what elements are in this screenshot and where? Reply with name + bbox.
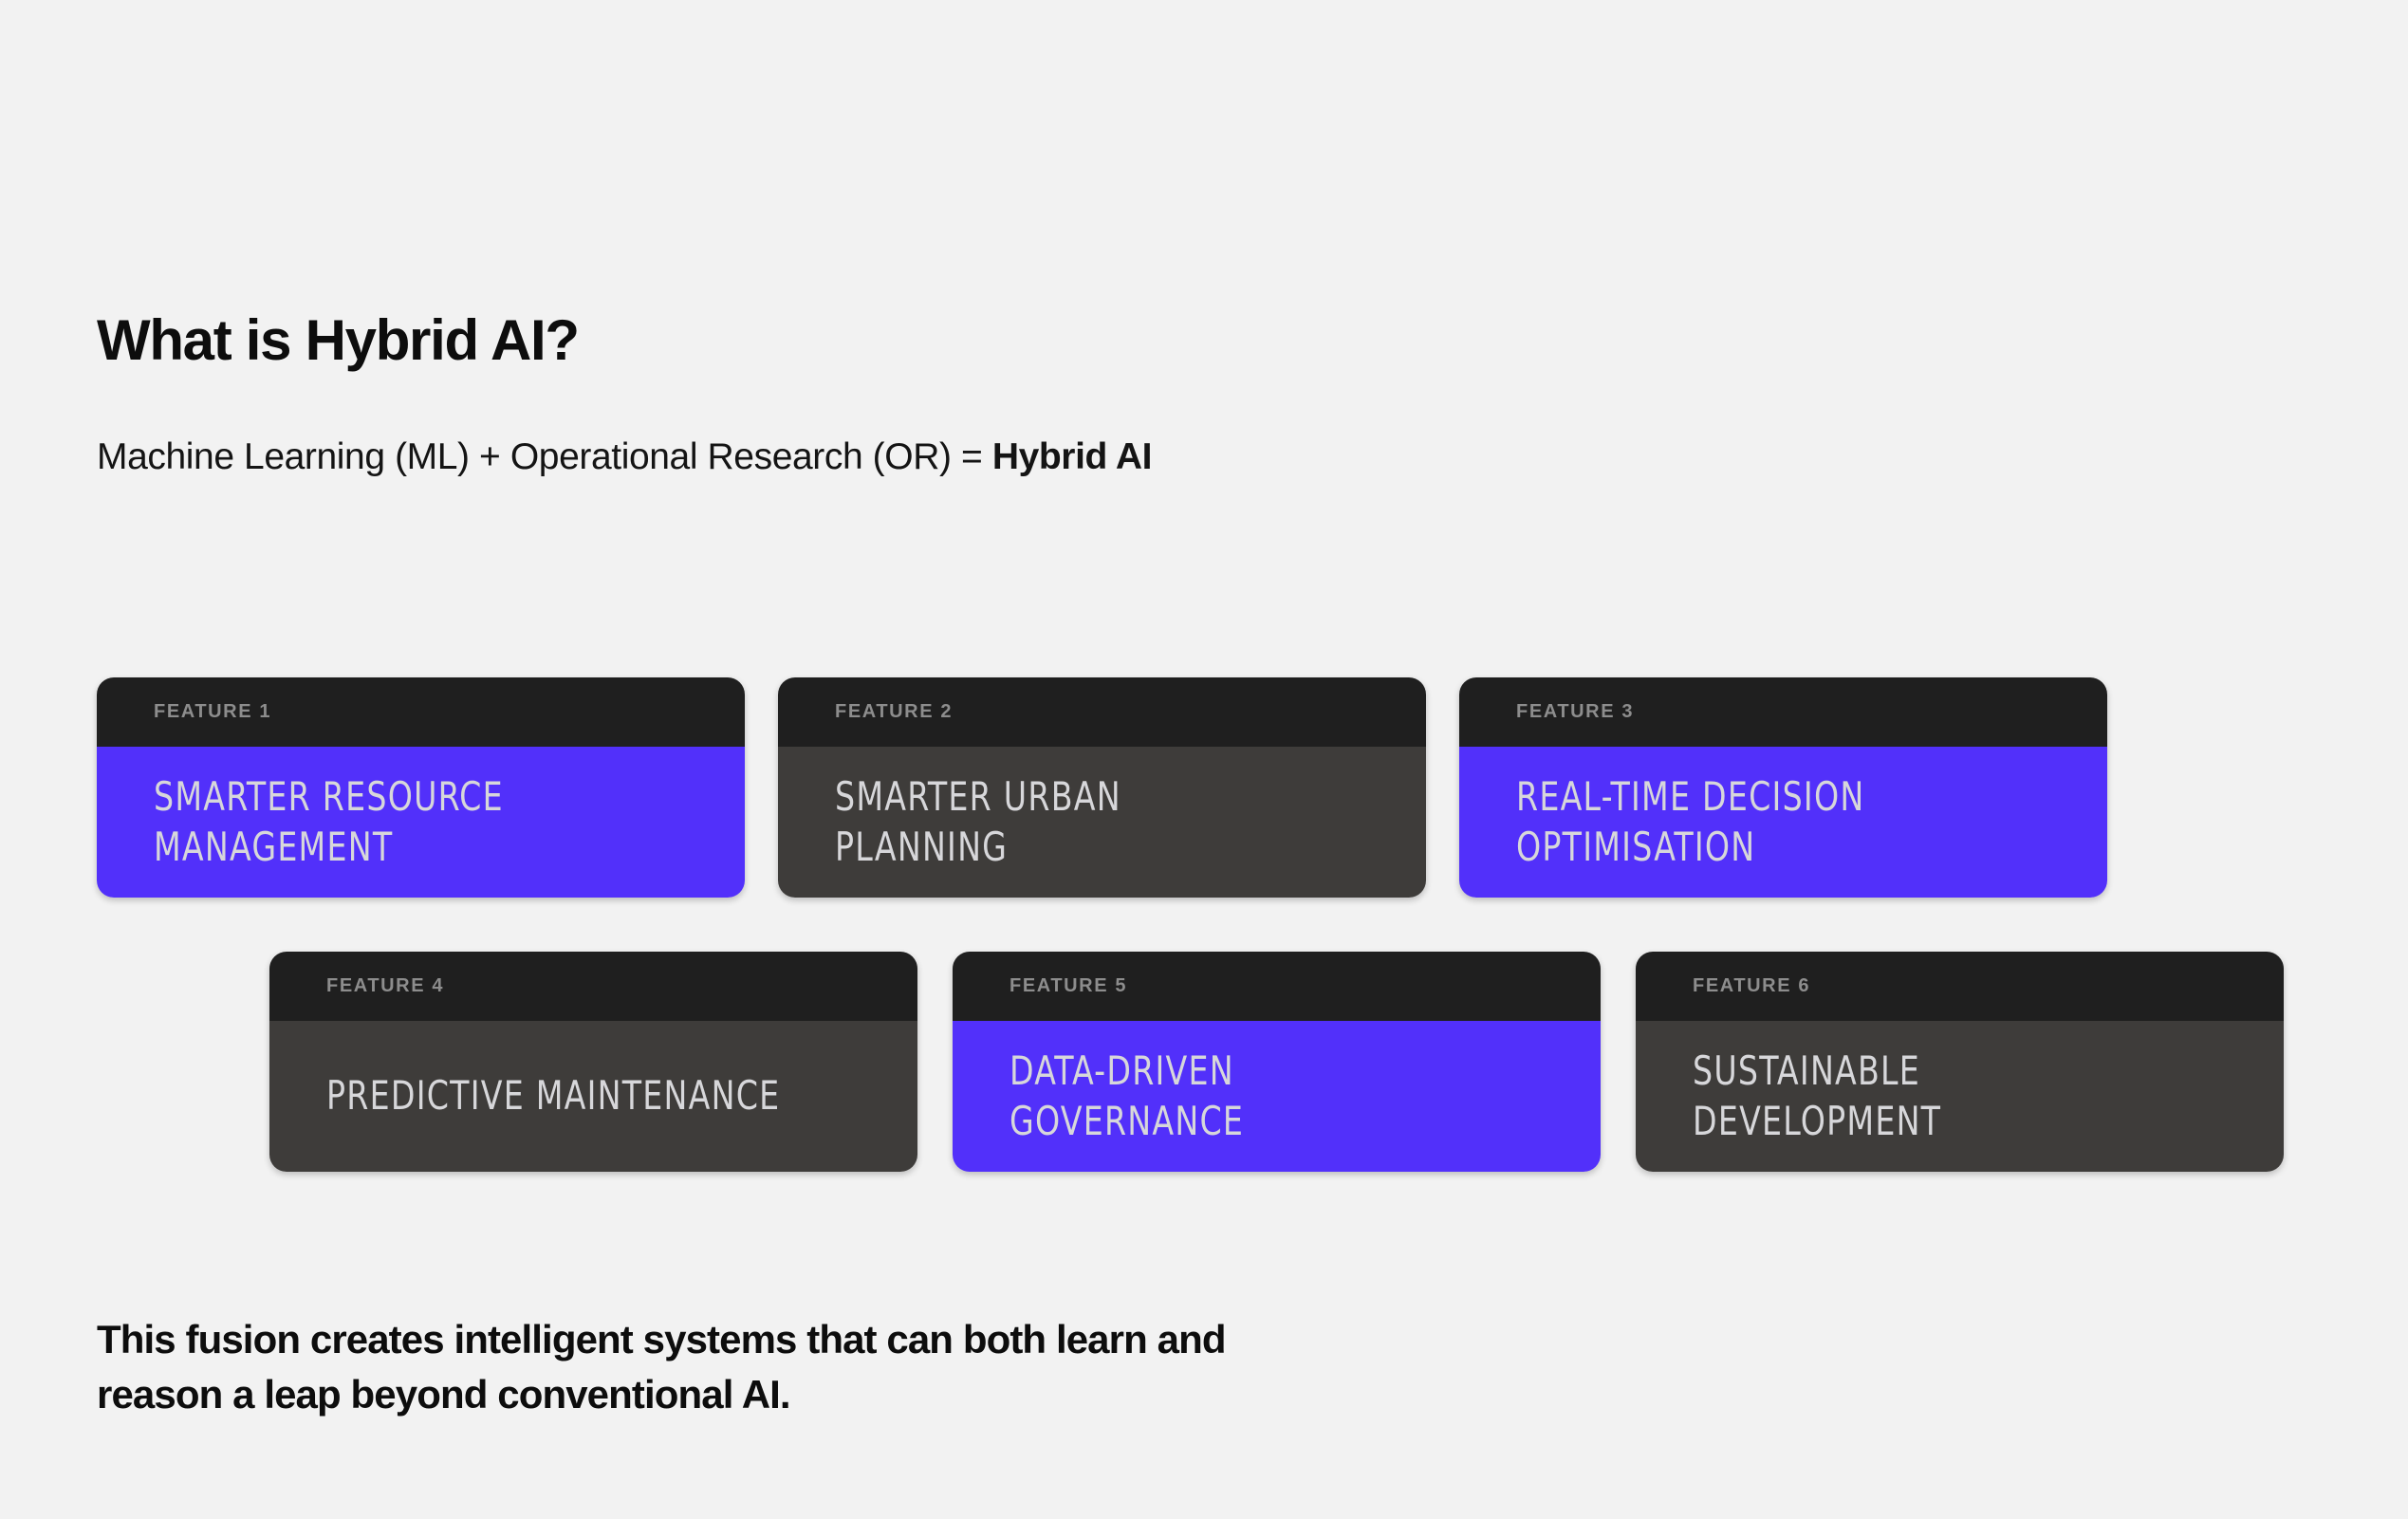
feature-card-1-eyebrow: FEATURE 1 — [154, 701, 272, 722]
feature-card-3-eyebrow: FEATURE 3 — [1516, 701, 1635, 722]
feature-card-1-title: SMARTER RESOURCE MANAGEMENT — [154, 772, 504, 870]
feature-card-2-header: FEATURE 2 — [778, 677, 1426, 747]
feature-card-3-header: FEATURE 3 — [1459, 677, 2107, 747]
feature-card-6-body: SUSTAINABLE DEVELOPMENT — [1636, 1021, 2284, 1172]
feature-card-1-header: FEATURE 1 — [97, 677, 745, 747]
page-subtitle: Machine Learning (ML) + Operational Rese… — [97, 436, 1153, 479]
feature-card-5-eyebrow: FEATURE 5 — [1010, 975, 1128, 996]
feature-card-5-header: FEATURE 5 — [953, 952, 1601, 1021]
feature-card-4-body: PREDICTIVE MAINTENANCE — [269, 1021, 917, 1172]
feature-card-4-eyebrow: FEATURE 4 — [326, 975, 445, 996]
feature-card-1[interactable]: FEATURE 1 SMARTER RESOURCE MANAGEMENT — [97, 677, 745, 898]
feature-card-5[interactable]: FEATURE 5 DATA-DRIVEN GOVERNANCE — [953, 952, 1601, 1172]
feature-card-row-2: FEATURE 4 PREDICTIVE MAINTENANCE FEATURE… — [269, 952, 2284, 1172]
feature-card-3-title: REAL-TIME DECISION OPTIMISATION — [1516, 772, 1865, 870]
feature-card-5-body: DATA-DRIVEN GOVERNANCE — [953, 1021, 1601, 1172]
feature-card-3[interactable]: FEATURE 3 REAL-TIME DECISION OPTIMISATIO… — [1459, 677, 2107, 898]
feature-card-1-body: SMARTER RESOURCE MANAGEMENT — [97, 747, 745, 898]
feature-card-2-body: SMARTER URBAN PLANNING — [778, 747, 1426, 898]
feature-card-2[interactable]: FEATURE 2 SMARTER URBAN PLANNING — [778, 677, 1426, 898]
feature-card-6[interactable]: FEATURE 6 SUSTAINABLE DEVELOPMENT — [1636, 952, 2284, 1172]
feature-card-2-eyebrow: FEATURE 2 — [835, 701, 954, 722]
subtitle-lead-text: Machine Learning (ML) + Operational Rese… — [97, 436, 992, 477]
feature-card-4-header: FEATURE 4 — [269, 952, 917, 1021]
feature-card-3-body: REAL-TIME DECISION OPTIMISATION — [1459, 747, 2107, 898]
feature-card-5-title: DATA-DRIVEN GOVERNANCE — [1010, 1047, 1245, 1144]
feature-card-4[interactable]: FEATURE 4 PREDICTIVE MAINTENANCE — [269, 952, 917, 1172]
feature-card-2-title: SMARTER URBAN PLANNING — [835, 772, 1121, 870]
subtitle-accent-text: Hybrid AI — [991, 436, 1153, 477]
footer-summary-text: This fusion creates intelligent systems … — [97, 1317, 1226, 1417]
feature-card-row-1: FEATURE 1 SMARTER RESOURCE MANAGEMENT FE… — [97, 677, 2107, 898]
feature-card-6-title: SUSTAINABLE DEVELOPMENT — [1693, 1047, 1942, 1144]
feature-card-6-eyebrow: FEATURE 6 — [1693, 975, 1811, 996]
feature-card-4-title: PREDICTIVE MAINTENANCE — [326, 1072, 781, 1120]
page-title: What is Hybrid AI? — [97, 308, 580, 372]
feature-card-6-header: FEATURE 6 — [1636, 952, 2284, 1021]
